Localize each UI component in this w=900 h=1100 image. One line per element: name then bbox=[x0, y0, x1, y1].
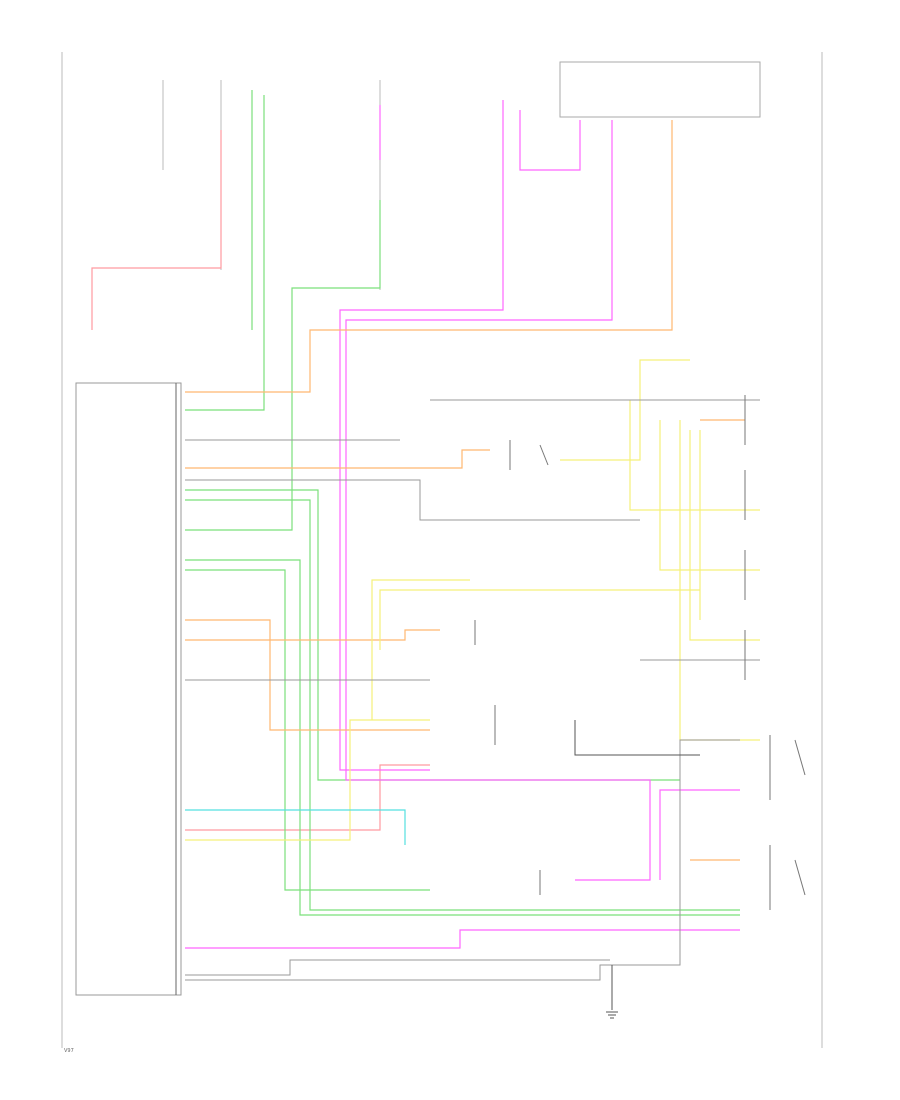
top-connector-left bbox=[162, 80, 381, 290]
cyan-wires bbox=[185, 809, 406, 845]
top-right-component-box bbox=[559, 61, 761, 118]
magenta-wires bbox=[185, 100, 740, 949]
green-wires bbox=[185, 90, 740, 916]
yellow-wires bbox=[185, 359, 760, 841]
gray-wires bbox=[185, 399, 760, 981]
orange-wires bbox=[185, 120, 745, 861]
ecu-block-outline bbox=[75, 382, 182, 996]
component-symbols bbox=[474, 395, 806, 910]
dark-wires bbox=[574, 720, 700, 1010]
diagram-corner-code: V97 bbox=[64, 1048, 74, 1054]
ground-symbol bbox=[606, 1011, 618, 1019]
pink-wires bbox=[91, 130, 430, 831]
